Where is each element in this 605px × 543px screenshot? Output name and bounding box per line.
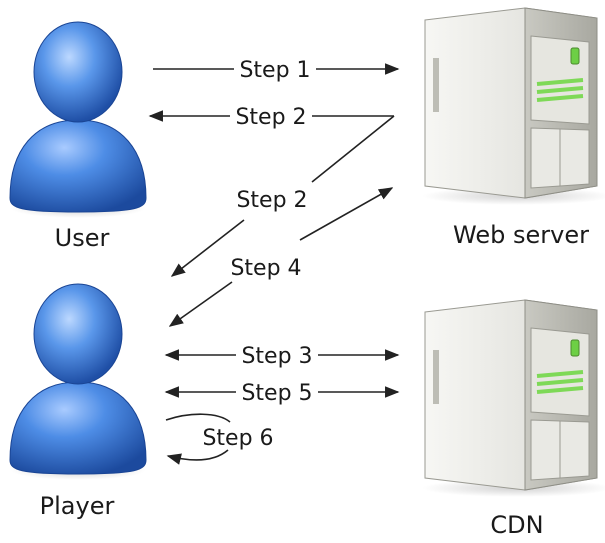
web-server-label: Web server xyxy=(453,221,589,249)
edge-step-2-user: Step 2 xyxy=(148,105,394,130)
server-tower-icon xyxy=(422,7,605,205)
edge-step-6: Step 6 xyxy=(165,413,274,465)
edge-step-2-player: Step 2 xyxy=(170,115,395,277)
cdn-label: CDN xyxy=(490,511,543,539)
user-node: User xyxy=(9,21,147,252)
player-node: Player xyxy=(9,283,147,520)
edge-label: Step 1 xyxy=(239,58,310,83)
server-tower-icon xyxy=(422,299,605,497)
edge-label: Step 2 xyxy=(235,105,306,130)
edge-label: Step 4 xyxy=(230,256,301,281)
edge-label: Step 5 xyxy=(241,381,312,406)
edge-label: Step 3 xyxy=(241,344,312,369)
player-label: Player xyxy=(40,492,115,520)
web-server-node: Web server xyxy=(422,7,605,249)
edge-step-5: Step 5 xyxy=(164,381,400,406)
person-icon xyxy=(9,283,147,480)
user-label: User xyxy=(55,224,110,252)
edge-label: Step 2 xyxy=(236,188,307,213)
cdn-node: CDN xyxy=(422,299,605,539)
edge-step-3: Step 3 xyxy=(164,344,400,369)
edge-label: Step 6 xyxy=(202,426,273,451)
person-icon xyxy=(9,21,147,218)
edge-step-4: Step 4 xyxy=(168,187,394,327)
edge-step-1: Step 1 xyxy=(153,58,400,83)
